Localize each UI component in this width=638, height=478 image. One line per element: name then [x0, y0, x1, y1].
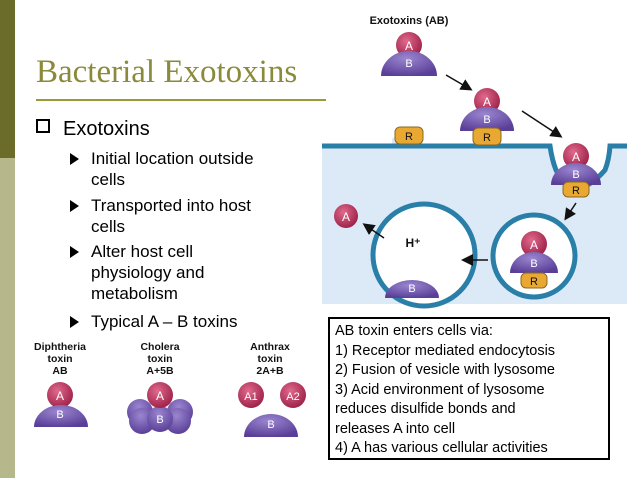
arrow	[521, 110, 563, 138]
diphtheria-toxin-label: Diphtheria toxin AB	[34, 341, 86, 377]
b-subunit	[460, 107, 514, 131]
released-a-subunit	[334, 204, 358, 228]
triangle-bullet-icon	[70, 246, 79, 258]
a2-subunit	[280, 382, 306, 408]
arrow	[445, 74, 473, 91]
sub-bullet-text: Typical A – B toxins	[91, 312, 238, 331]
triangle-bullet-icon	[70, 200, 79, 212]
b-subunit	[381, 51, 437, 76]
a-subunit	[474, 88, 500, 114]
b-subunit-label: B	[405, 58, 412, 70]
b-subunit	[34, 405, 88, 427]
a-subunit-label: A	[342, 210, 350, 224]
cholera-toxin-illustration: A B	[127, 382, 193, 434]
sub-bullet-text: Transported into host cells	[91, 196, 252, 236]
receptor	[520, 272, 548, 289]
lysosome-vesicle	[370, 201, 478, 309]
square-bullet-icon	[36, 119, 50, 133]
arrow	[564, 202, 577, 221]
a-subunit-label: A	[156, 389, 164, 403]
b-subunit	[551, 163, 601, 185]
sub-bullet-text: Initial location outside cells	[91, 149, 254, 189]
receptor	[472, 127, 502, 146]
a1-subunit	[238, 382, 264, 408]
arrow	[362, 223, 385, 239]
title-underline	[36, 99, 326, 101]
b-subunit-label: B	[156, 414, 163, 426]
a-subunit	[147, 382, 173, 408]
sidebar-dark-band	[0, 0, 15, 158]
triangle-bullet-icon	[70, 153, 79, 165]
info-line: 4) A has various cellular activities	[335, 440, 548, 456]
info-line: 2) Fusion of vesicle with lysosome	[335, 362, 555, 378]
b-subunit	[385, 280, 439, 298]
receptor	[394, 126, 424, 145]
info-line: 1) Receptor mediated endocytosis	[335, 342, 556, 359]
a-subunit-label: A	[483, 95, 491, 109]
receptor-label: R	[530, 276, 538, 288]
bullet-exotoxins: Exotoxins	[36, 118, 150, 141]
vesicle-toxin: A B R	[510, 231, 558, 289]
b-subunit	[244, 414, 298, 437]
info-line: 3) Acid environment of lysosome	[335, 381, 545, 398]
a-subunit-label: A	[572, 150, 580, 164]
b-subunit-label: B	[56, 409, 63, 421]
free-ab-toxin: A B	[381, 32, 437, 76]
a-subunit	[47, 382, 73, 408]
info-line: AB toxin enters cells via:	[335, 323, 493, 339]
b-subunit-label: B	[483, 114, 490, 126]
info-line: releases A into cell	[335, 420, 456, 437]
anthrax-toxin-label: Anthrax toxin 2A+B	[250, 341, 290, 377]
diphtheria-toxin-illustration: A B	[34, 382, 88, 427]
slide-sidebar	[0, 0, 15, 478]
a1-subunit-label: A1	[244, 391, 257, 403]
diagram-heading: Exotoxins (AB)	[370, 15, 449, 27]
sidebar-light-band	[0, 158, 15, 478]
a-subunit	[521, 231, 547, 257]
info-line: reduces disulfide bonds and	[335, 401, 516, 417]
b-subunit-label: B	[572, 169, 579, 181]
invaginating-toxin: A B R	[551, 143, 601, 198]
bound-toxin-receptor: A B R	[460, 88, 514, 146]
receptor-label: R	[405, 131, 413, 143]
anthrax-toxin-illustration: A1 A2 B	[238, 382, 306, 437]
b-subunit	[510, 252, 558, 273]
receptor-label: R	[572, 185, 580, 197]
slide-title: Bacterial Exotoxins	[36, 54, 298, 90]
a-subunit-label: A	[530, 238, 538, 252]
a2-subunit-label: A2	[286, 391, 299, 403]
a-subunit-label: A	[405, 39, 413, 53]
b-subunit-label: B	[530, 258, 537, 270]
a-subunit	[396, 32, 422, 58]
b-subunit-label: B	[267, 419, 274, 431]
cholera-toxin-label: Cholera toxin A+5B	[140, 341, 180, 377]
receptor	[562, 181, 590, 198]
triangle-bullet-icon	[70, 316, 79, 328]
a-subunit	[563, 143, 589, 169]
proton-label: H⁺	[406, 236, 421, 250]
b-subunit	[147, 406, 173, 432]
b-subunit-label: B	[408, 283, 415, 295]
sub-bullet-text: Alter host cell physiology and metabolis…	[91, 242, 205, 303]
bullet-label: Exotoxins	[63, 118, 150, 140]
ab-toxin-info-box: AB toxin enters cells via: 1) Receptor m…	[328, 317, 610, 460]
receptor-label: R	[483, 132, 491, 144]
a-subunit-label: A	[56, 389, 64, 403]
